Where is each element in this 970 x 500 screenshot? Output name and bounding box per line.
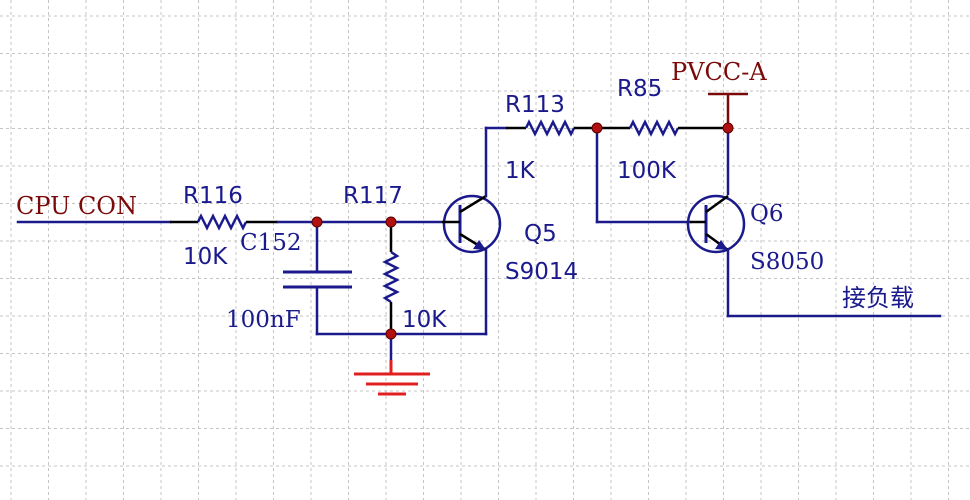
transistor-q5[interactable]: Q5 S9014 xyxy=(442,194,578,285)
resistor-r117[interactable]: R117 10K xyxy=(343,183,447,334)
input-net-label: CPU CON xyxy=(16,192,137,220)
r116-value: 10K xyxy=(183,244,228,270)
output-net-label: 接负载 xyxy=(842,284,914,312)
r85-value: 100K xyxy=(617,158,677,184)
junction-dot xyxy=(311,216,323,228)
output-net: 接负载 xyxy=(726,248,942,318)
r117-value: 10K xyxy=(402,307,447,333)
c152-ref: C152 xyxy=(240,230,302,256)
junction-dot xyxy=(722,122,734,134)
power-symbol: PVCC-A xyxy=(671,58,767,128)
transistor-q6[interactable]: Q6 S8050 xyxy=(686,126,824,275)
junction-dot xyxy=(591,122,603,134)
c152-value: 100nF xyxy=(226,307,301,333)
power-net-label: PVCC-A xyxy=(671,58,767,86)
junction-dot xyxy=(385,328,397,340)
capacitor-c152[interactable]: C152 100nF xyxy=(226,230,352,333)
junction-dot xyxy=(385,216,397,228)
r113-ref: R113 xyxy=(505,92,565,118)
q6-base-wires xyxy=(595,126,692,224)
resistor-r113[interactable]: R113 1K xyxy=(505,92,597,184)
r117-ref: R117 xyxy=(343,183,403,209)
input-net: CPU CON xyxy=(16,192,172,224)
resistor-r85[interactable]: R85 100K xyxy=(597,76,728,184)
q6-ref: Q6 xyxy=(750,201,784,227)
q5-ref: Q5 xyxy=(524,221,557,247)
r113-value: 1K xyxy=(505,158,536,184)
q6-value: S8050 xyxy=(750,249,824,275)
r85-ref: R85 xyxy=(617,76,662,102)
q5-value: S9014 xyxy=(505,259,578,285)
r116-ref: R116 xyxy=(183,183,243,209)
junction-dots xyxy=(311,122,734,340)
q5-wires xyxy=(484,126,508,336)
base-divider-wires xyxy=(276,220,488,362)
ground-symbol xyxy=(354,360,430,396)
resistor-r116[interactable]: R116 10K xyxy=(170,183,278,270)
